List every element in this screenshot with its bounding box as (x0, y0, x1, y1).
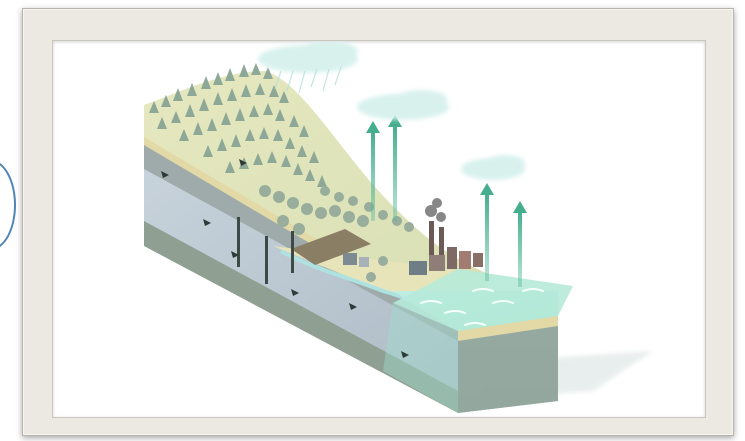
evaporation-arrows (366, 115, 527, 287)
sea-bedrock (458, 326, 558, 413)
circle-outline-icon (0, 160, 16, 250)
land-surface (144, 71, 493, 323)
water-cycle-illustration (144, 41, 653, 413)
factory-smoke (425, 198, 446, 222)
sea-surface (393, 269, 573, 331)
round-trees (259, 185, 414, 282)
rain (274, 66, 342, 94)
sea-water-overlay (383, 303, 458, 413)
sea-bed-band (458, 316, 558, 341)
picture-frame (22, 8, 734, 436)
forest (149, 63, 327, 187)
waves (420, 288, 544, 326)
wells (237, 217, 294, 284)
flow-arrow-icon (161, 159, 409, 358)
clouds (258, 41, 525, 180)
picture-mat (52, 40, 706, 418)
farm-field (291, 229, 371, 265)
town (343, 221, 483, 275)
